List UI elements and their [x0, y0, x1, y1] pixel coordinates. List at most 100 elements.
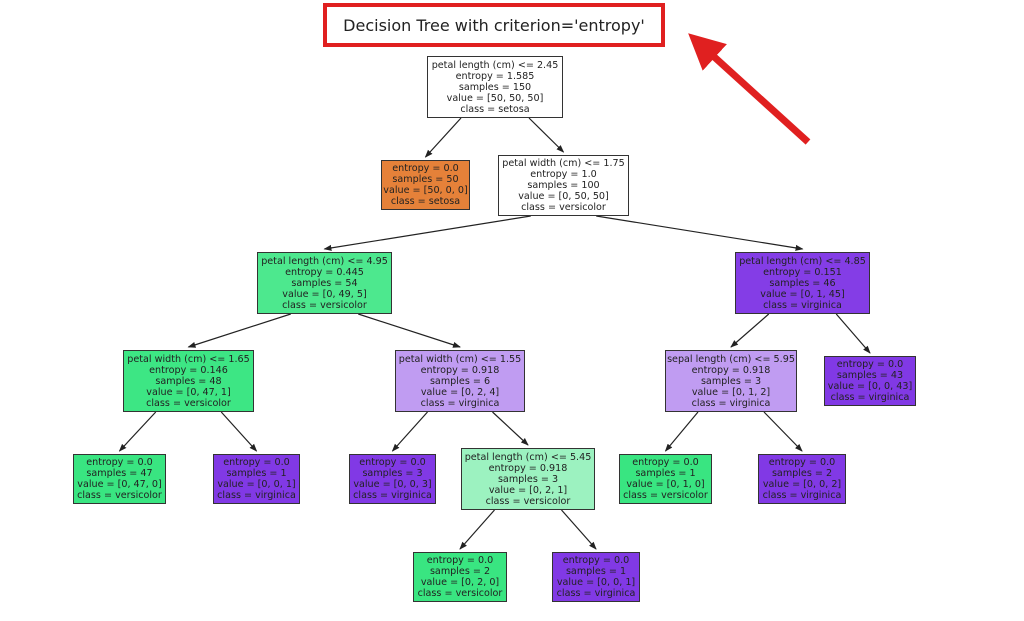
node-text-line: class = versicolor — [521, 202, 606, 213]
node-text-line: samples = 2 — [429, 566, 491, 577]
node-text-line: class = virginica — [763, 299, 842, 311]
tree-edge-arrow — [118, 411, 157, 452]
node-text-line: samples = 3 — [362, 468, 423, 479]
node-text-line: entropy = 0.0 — [632, 457, 699, 468]
node-text-line: entropy = 0.445 — [285, 266, 364, 278]
node-text-line: entropy = 0.0 — [426, 555, 494, 566]
node-text-line: petal width (cm) <= 1.65 — [127, 353, 250, 365]
tree-edge-arrow — [424, 117, 462, 158]
node-text-line: entropy = 0.0 — [562, 555, 630, 566]
node-text-line: class = virginica — [420, 397, 500, 409]
node-text-line: petal width (cm) <= 1.55 — [398, 353, 522, 365]
node-text-line: samples = 47 — [86, 468, 153, 479]
node-text-line: class = virginica — [353, 490, 432, 501]
node-text-line: entropy = 1.0 — [530, 169, 597, 180]
node-text-line: samples = 48 — [155, 375, 222, 387]
node-text-line: samples = 150 — [458, 81, 532, 93]
node-text-line: samples = 2 — [771, 468, 833, 479]
node-text-line: entropy = 0.151 — [763, 266, 842, 278]
node-text-line: value = [0, 50, 50] — [518, 191, 609, 202]
node-text-line: entropy = 0.0 — [223, 457, 290, 468]
node-text-line: class = versicolor — [146, 397, 231, 409]
chart-title: Decision Tree with criterion='entropy' — [343, 15, 645, 35]
node-text-line: value = [0, 47, 1] — [146, 386, 231, 398]
node-text-line: class = virginica — [691, 397, 771, 409]
node-text-line: value = [0, 0, 2] — [762, 479, 842, 490]
node-text-line: samples = 6 — [429, 375, 491, 387]
node-text-line: class = versicolor — [77, 490, 162, 501]
node-text-line: petal length (cm) <= 2.45 — [431, 59, 559, 71]
node-text-line: class = virginica — [762, 490, 842, 501]
node-text-line: class = versicolor — [417, 588, 503, 599]
node-text-line: value = [0, 1, 45] — [760, 288, 845, 300]
node-text-line: samples = 100 — [527, 180, 600, 191]
node-text-line: value = [0, 1, 2] — [691, 386, 771, 398]
tree-edge-arrow — [835, 313, 871, 354]
node-text-line: samples = 1 — [635, 468, 696, 479]
node-text-line: value = [0, 1, 0] — [626, 479, 705, 490]
tree-edge-arrow — [492, 411, 529, 446]
annotation-arrow — [688, 33, 811, 145]
node-text-line: entropy = 0.918 — [691, 364, 771, 376]
tree-edge-arrow — [561, 509, 597, 550]
tree-edge-arrow — [220, 411, 258, 452]
node-text-line: value = [0, 0, 1] — [217, 479, 296, 490]
node-text-line: entropy = 0.146 — [149, 364, 228, 376]
node-text-line: petal width (cm) <= 1.75 — [502, 158, 625, 169]
node-text-line: entropy = 0.0 — [836, 359, 904, 370]
node-text-line: value = [0, 0, 3] — [353, 479, 432, 490]
node-text-line: entropy = 0.0 — [359, 457, 426, 468]
tree-edge-arrow — [358, 313, 461, 348]
node-text-line: class = virginica — [217, 490, 296, 501]
node-text-line: petal length (cm) <= 4.95 — [261, 255, 388, 267]
node-text-line: sepal length (cm) <= 5.95 — [667, 353, 795, 365]
tree-edge-arrow — [187, 313, 291, 348]
node-text-line: class = setosa — [460, 103, 530, 115]
tree-edge-arrow — [730, 313, 770, 348]
node-text-line: class = virginica — [556, 588, 636, 599]
node-text-line: value = [0, 0, 43] — [827, 381, 913, 392]
tree-edge-arrow — [763, 411, 803, 452]
tree-edge-arrow — [664, 411, 699, 452]
node-text-line: class = virginica — [830, 392, 910, 403]
node-text-line: petal length (cm) <= 4.85 — [739, 255, 866, 267]
node-text-line: entropy = 0.0 — [86, 457, 153, 468]
node-text-line: value = [0, 2, 0] — [420, 577, 500, 588]
tree-edge-arrow — [323, 215, 531, 251]
node-text-line: entropy = 1.585 — [455, 70, 535, 82]
tree-edge-arrow — [596, 215, 804, 251]
node-text-line: entropy = 0.918 — [488, 462, 568, 474]
tree-edge-arrow — [459, 509, 495, 550]
node-text-line: value = [0, 2, 1] — [488, 484, 568, 496]
node-text-line: samples = 1 — [565, 566, 627, 577]
tree-edge-arrow — [391, 411, 428, 452]
node-text-line: class = versicolor — [282, 299, 367, 311]
node-text-line: samples = 46 — [769, 277, 836, 289]
node-text-line: value = [0, 2, 4] — [420, 386, 500, 398]
node-text-line: entropy = 0.0 — [392, 163, 459, 174]
node-text-line: value = [50, 0, 0] — [383, 185, 468, 196]
title-highlight-box: Decision Tree with criterion='entropy' — [323, 3, 665, 47]
node-text-line: entropy = 0.918 — [420, 364, 500, 376]
node-text-line: petal length (cm) <= 5.45 — [464, 451, 592, 463]
node-text-line: value = [0, 0, 1] — [556, 577, 636, 588]
node-text-line: value = [0, 47, 0] — [77, 479, 162, 490]
node-text-line: samples = 54 — [291, 277, 358, 289]
node-text-line: value = [0, 49, 5] — [282, 288, 367, 300]
node-text-line: samples = 3 — [700, 375, 762, 387]
